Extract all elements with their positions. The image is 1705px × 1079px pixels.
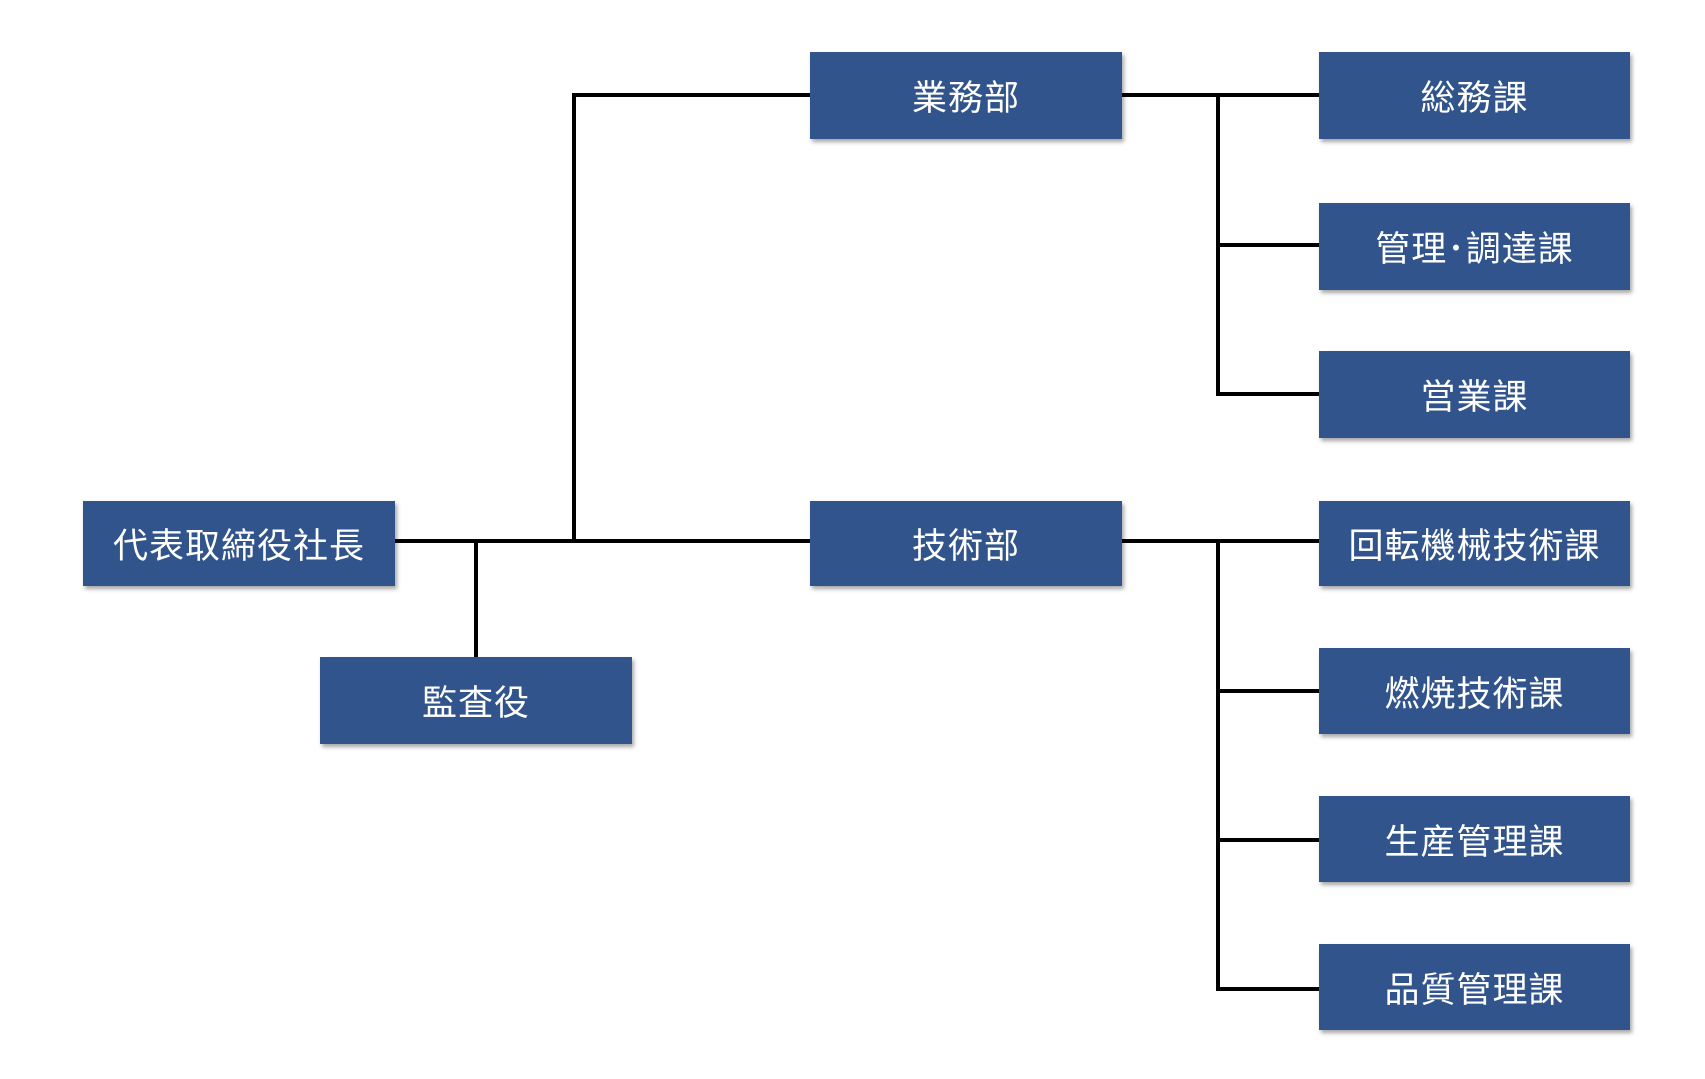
node-gijutsu-dept: 技術部 [810,501,1122,586]
node-gyomu-dept: 業務部 [810,52,1122,139]
node-auditor: 監査役 [320,657,632,744]
node-somu-section: 総務課 [1319,52,1630,139]
node-eigyo-section: 営業課 [1319,351,1630,438]
node-kaiten-kikai-section: 回転機械技術課 [1319,501,1630,586]
node-kanri-chotatsu-section: 管理･調達課 [1319,203,1630,290]
node-hinshitsu-kanri-section: 品質管理課 [1319,944,1630,1030]
node-seisan-kanri-section: 生産管理課 [1319,796,1630,882]
node-nensho-section: 燃焼技術課 [1319,648,1630,734]
node-president: 代表取締役社長 [83,501,395,586]
